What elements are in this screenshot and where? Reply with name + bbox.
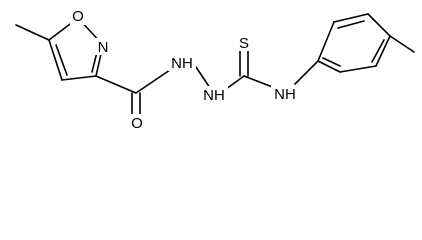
- bond-aryl-inner-b: [371, 39, 385, 63]
- atom-label-hydrazide-nh-1: NH: [171, 55, 193, 72]
- atom-label-isoxazole-o: O: [72, 8, 84, 25]
- bond-c3-c4: [61, 75, 97, 81]
- bond-aryl-methyl: [389, 35, 415, 53]
- bond-carbonyl-nh1: [135, 69, 171, 94]
- mask-isoxazole-o: [70, 7, 86, 25]
- bond-nh1-nh2: [193, 63, 211, 89]
- bond-aryl-5-6: [339, 65, 377, 73]
- bond-aryl-1-2: [317, 21, 335, 62]
- mask-carbonyl-o: [129, 114, 145, 131]
- mask-anilide-nh: [271, 85, 299, 102]
- bond-aryl-inner-a: [337, 20, 365, 29]
- bond-methyl-c5: [15, 24, 50, 41]
- bond-aryl-inner-c: [322, 57, 341, 67]
- atom-label-thione-s: S: [239, 35, 249, 52]
- atom-label-anilide-nh: NH: [274, 86, 296, 103]
- mask-thione-s: [236, 34, 252, 51]
- atom-label-isoxazole-n: N: [98, 39, 109, 56]
- bond-c3-carbonyl: [95, 75, 137, 94]
- bond-aryl-4-5: [375, 35, 391, 67]
- mask-hydrazide-nh-1: [168, 54, 196, 71]
- bond-aryl-6-1: [317, 60, 341, 73]
- chemical-structure-diagram: O N O NH NH S NH: [15, 7, 415, 132]
- atom-label-carbonyl-o: O: [131, 115, 143, 132]
- mask-isoxazole-n: [95, 38, 111, 55]
- bond-nh3-aryl: [294, 60, 319, 85]
- bond-aryl-2-3: [333, 13, 369, 23]
- bond-c4-c5-inner: [55, 44, 68, 76]
- label-layer: O N O NH NH S NH: [70, 7, 299, 132]
- mask-hydrazide-nh-2: [200, 86, 228, 103]
- atom-label-hydrazide-nh-2: NH: [203, 87, 225, 104]
- bond-layer: [15, 13, 415, 121]
- bond-c4-c5: [48, 39, 63, 81]
- bond-aryl-3-4: [367, 13, 391, 37]
- bond-thiocarbonyl-nh3: [243, 75, 276, 89]
